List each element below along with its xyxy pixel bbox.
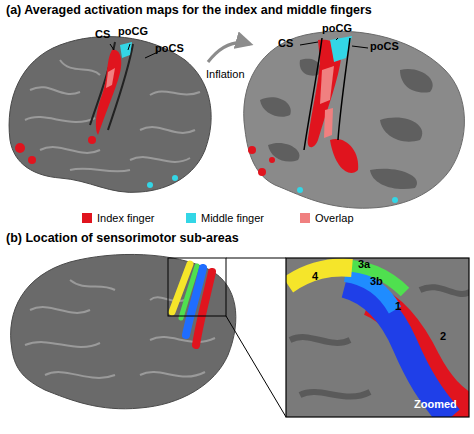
legend-item: Index finger: [82, 212, 154, 224]
arrow-label: Inflation: [206, 68, 245, 80]
area-number: 2: [440, 330, 446, 342]
sulcus-label: poCG: [118, 25, 148, 37]
legend-item: Overlap: [300, 212, 354, 224]
legend-text: Overlap: [315, 212, 354, 224]
legend-swatch: [186, 213, 196, 223]
area-number: 4: [312, 270, 318, 282]
legend-swatch: [300, 213, 310, 223]
panel-heading: (b) Location of sensorimotor sub-areas: [6, 232, 239, 246]
sulcus-label: poCS: [370, 40, 399, 52]
panel-heading: (a) Averaged activation maps for the ind…: [6, 4, 372, 18]
sulcus-label: CS: [95, 28, 110, 40]
inset-label: Zoomed: [414, 398, 457, 410]
sulcus-label: poCG: [322, 22, 352, 34]
sulcus-label: poCS: [155, 42, 184, 54]
legend-swatch: [82, 213, 92, 223]
legend-text: Middle finger: [201, 212, 264, 224]
legend-text: Index finger: [97, 212, 154, 224]
area-number: 1: [395, 300, 401, 312]
legend-item: Middle finger: [186, 212, 264, 224]
area-number: 3a: [358, 258, 370, 270]
area-number: 3b: [370, 275, 383, 287]
sulcus-label: CS: [278, 37, 293, 49]
